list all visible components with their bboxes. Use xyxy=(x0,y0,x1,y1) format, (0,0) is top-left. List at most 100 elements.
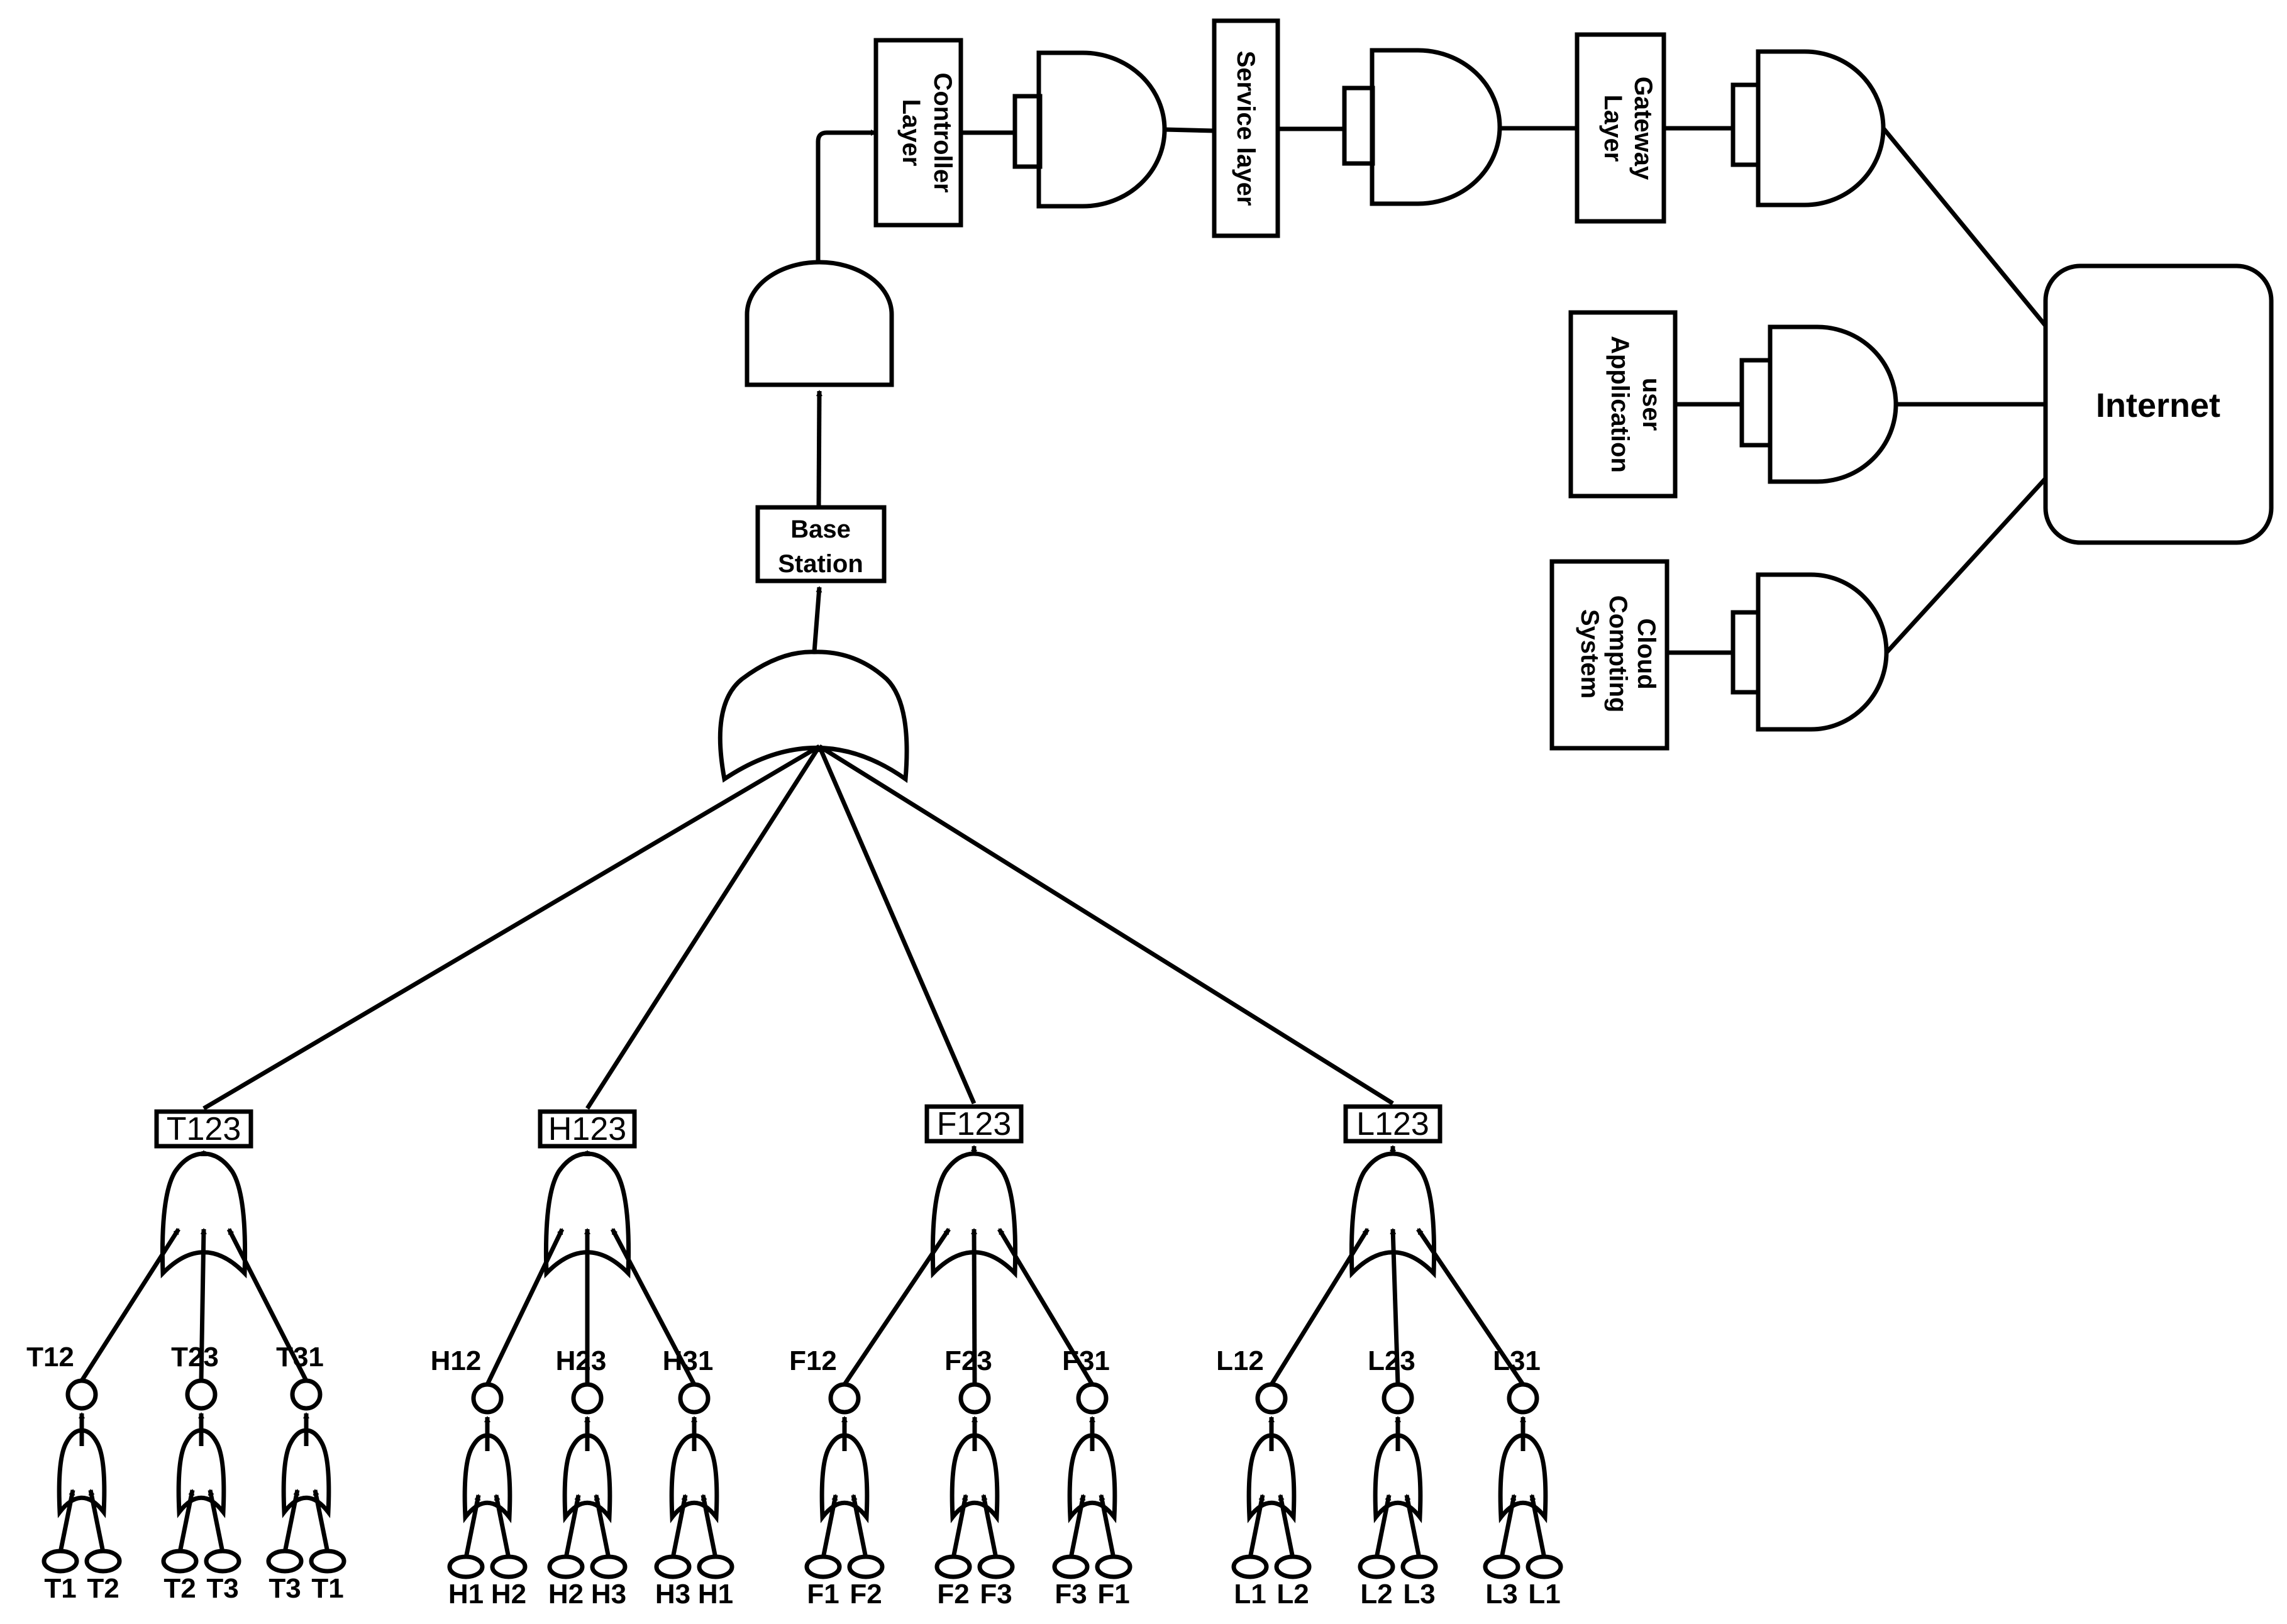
intermediate-event-f31 xyxy=(1076,1382,1109,1415)
or-gate-l123 xyxy=(1349,1151,1437,1279)
small-or-gate-f12 xyxy=(819,1433,870,1523)
sub-label-f12: F12 xyxy=(789,1345,837,1376)
connector-l23-to-gate xyxy=(1390,1228,1400,1385)
basic-event-label-h31-0: H3 xyxy=(655,1579,690,1610)
small-or-gate-l31 xyxy=(1498,1433,1548,1523)
intermediate-event-h31 xyxy=(678,1382,711,1415)
connector-f12-to-gate xyxy=(843,1228,951,1386)
connector-event-l31-0 xyxy=(1499,1494,1517,1559)
connector-event-h12-0 xyxy=(463,1494,481,1559)
intermediate-event-t12 xyxy=(65,1378,98,1411)
connector-topand-to-controller xyxy=(816,130,877,262)
group-box-t123 xyxy=(154,1109,253,1149)
and-gate-top-body xyxy=(745,260,894,387)
sub-label-t31: T31 xyxy=(276,1342,324,1373)
user-application-label-line2: Application xyxy=(1606,336,1634,473)
sub-label-h31: H31 xyxy=(663,1345,714,1376)
and-gate-1-body xyxy=(1036,50,1167,209)
user-application-node: user Application xyxy=(1568,310,1678,499)
basic-event-l12-1 xyxy=(1274,1554,1312,1579)
connector-t23-to-gate xyxy=(199,1228,207,1381)
group-label-l123: L123 xyxy=(1356,1106,1429,1142)
basic-event-l12-0 xyxy=(1231,1554,1269,1579)
base-station-label-line1: Base xyxy=(790,516,851,543)
connector-event-h12-1 xyxy=(494,1494,511,1559)
small-or-gate-f31 xyxy=(1067,1433,1117,1523)
small-or-gate-t23 xyxy=(176,1428,226,1518)
service-layer-label: Service layer xyxy=(1232,51,1260,206)
base-station-node: Base Station xyxy=(755,505,887,583)
basic-event-f23-0 xyxy=(934,1554,972,1579)
basic-event-label-l12-0: L1 xyxy=(1234,1579,1266,1610)
basic-event-h31-0 xyxy=(654,1554,692,1579)
basic-event-f12-1 xyxy=(847,1554,885,1579)
small-or-gate-l12 xyxy=(1246,1433,1297,1523)
basic-event-t23-0 xyxy=(161,1549,199,1574)
basic-event-h31-1 xyxy=(697,1554,734,1579)
gateway-layer-node: Gateway Layer xyxy=(1575,32,1666,224)
connector-event-f31-0 xyxy=(1068,1494,1086,1559)
basic-event-label-h12-0: H1 xyxy=(448,1579,484,1610)
basic-event-l23-0 xyxy=(1358,1554,1395,1579)
basic-event-label-t23-1: T3 xyxy=(206,1573,238,1604)
basic-event-label-l23-0: L2 xyxy=(1360,1579,1392,1610)
connector-t31-to-gate xyxy=(226,1228,309,1382)
small-or-gate-l23 xyxy=(1373,1433,1423,1523)
and-gate-5-body xyxy=(1756,572,1889,732)
group-label-h123: H123 xyxy=(548,1111,626,1147)
connector-f31-to-gate xyxy=(997,1228,1095,1386)
and-gate-3-body xyxy=(1756,49,1886,207)
basic-event-label-l12-1: L2 xyxy=(1276,1579,1309,1610)
sub-label-f31: F31 xyxy=(1062,1345,1110,1376)
basic-event-label-f12-1: F2 xyxy=(850,1579,882,1610)
base-station-label-line2: Station xyxy=(778,550,863,578)
and-gate-4 xyxy=(1739,324,1898,484)
group-box-l123 xyxy=(1343,1104,1443,1144)
small-or-gate-h31 xyxy=(669,1433,719,1523)
connector-l123-to-or-top xyxy=(818,744,1394,1105)
controller-layer-label-line1: Controller xyxy=(929,72,956,192)
intermediate-event-l31 xyxy=(1507,1382,1539,1415)
cloud-computing-node: Cloud Compting System xyxy=(1549,559,1670,751)
connector-event-t31-1 xyxy=(313,1489,330,1553)
basic-event-f31-0 xyxy=(1052,1554,1090,1579)
and-gate-3-input-stub xyxy=(1730,82,1761,167)
basic-event-h12-0 xyxy=(447,1554,485,1579)
connector-l31-to-gate xyxy=(1416,1228,1525,1386)
basic-event-label-t12-1: T2 xyxy=(87,1573,119,1604)
basic-event-label-f31-0: F3 xyxy=(1055,1579,1087,1610)
basic-event-t12-1 xyxy=(84,1549,122,1574)
basic-event-label-f23-1: F3 xyxy=(980,1579,1012,1610)
intermediate-event-t31 xyxy=(290,1378,323,1411)
or-gate-top-body xyxy=(717,649,909,783)
intermediate-event-f23 xyxy=(958,1382,991,1415)
small-or-gate-t12 xyxy=(57,1428,107,1518)
sub-label-t23: T23 xyxy=(171,1342,219,1373)
basic-event-label-h31-1: H1 xyxy=(698,1579,733,1610)
connector-event-h31-0 xyxy=(670,1494,688,1559)
basic-event-l31-1 xyxy=(1526,1554,1563,1579)
connector-event-t12-0 xyxy=(58,1489,75,1553)
and-gate-5 xyxy=(1730,572,1889,732)
gateway-layer-label-line2: Layer xyxy=(1599,95,1627,162)
cloud-computing-label-line2: Compting xyxy=(1604,595,1632,713)
basic-event-label-h23-0: H2 xyxy=(548,1579,584,1610)
connector-t12-to-gate xyxy=(80,1228,180,1382)
connector-t123-to-or-top xyxy=(202,744,821,1111)
connector-h31-to-gate xyxy=(610,1228,697,1386)
basic-event-label-l31-0: L3 xyxy=(1485,1579,1517,1610)
controller-layer-label-line2: Layer xyxy=(897,99,925,167)
connector-event-t31-0 xyxy=(282,1489,300,1553)
gateway-layer-label-line1: Gateway xyxy=(1629,77,1657,180)
or-gate-f123 xyxy=(930,1151,1018,1279)
service-layer-node: Service layer xyxy=(1212,18,1280,238)
intermediate-event-t23 xyxy=(185,1378,218,1411)
